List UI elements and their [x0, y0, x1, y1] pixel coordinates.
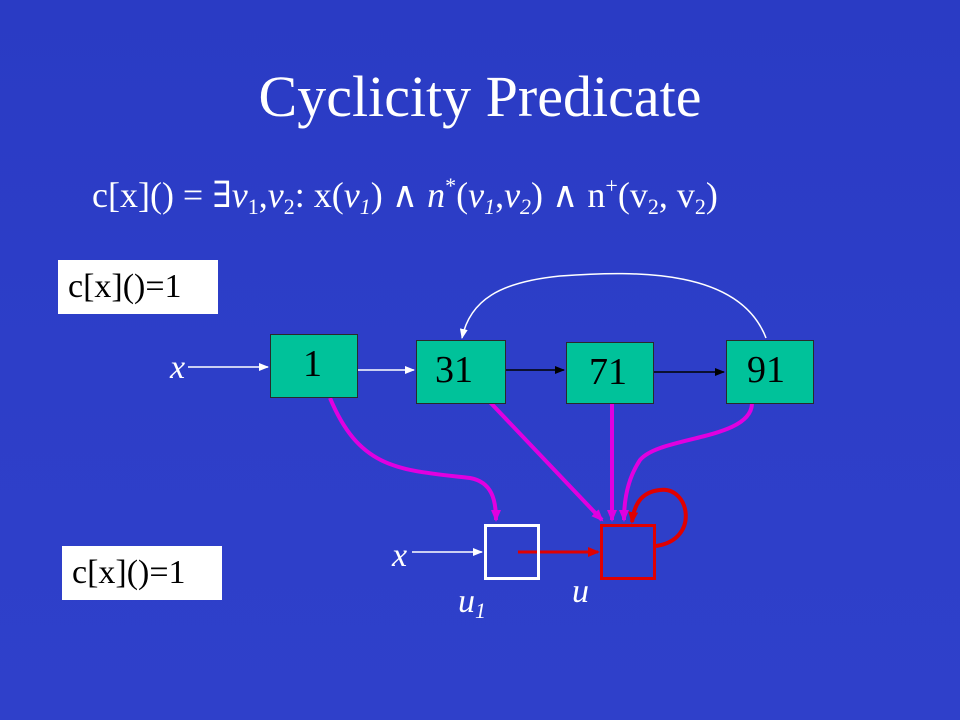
list-node-1: 1 — [270, 334, 358, 398]
list-node-71: 71 — [566, 342, 654, 404]
list-node-91: 91 — [726, 340, 814, 404]
back-edge-91-31 — [459, 272, 767, 339]
slide-title: Cyclicity Predicate — [258, 64, 702, 129]
self-loop-u — [628, 487, 688, 548]
cyclicity-value-concrete: c[x]()=1 — [58, 260, 218, 314]
abstract-node-u1 — [484, 524, 540, 580]
map-edge-31-u — [484, 396, 604, 522]
map-edge-1-u1 — [328, 397, 501, 522]
summary-node-u — [600, 524, 656, 580]
cyclicity-value-abstract: c[x]()=1 — [62, 546, 222, 600]
abstract-node-u1-label: u1 — [458, 583, 486, 623]
list-node-31: 31 — [416, 340, 506, 404]
map-edge-91-u — [619, 403, 754, 522]
summary-node-u-label: u — [572, 573, 589, 610]
pointer-variable-x-abstract: x — [392, 537, 408, 574]
pointer-variable-x-concrete: x — [170, 349, 186, 386]
cyclicity-formula: c[x]() = ∃v1,v2: x(v1) ∧ n*(v1,v2) ∧ n+(… — [92, 173, 718, 219]
